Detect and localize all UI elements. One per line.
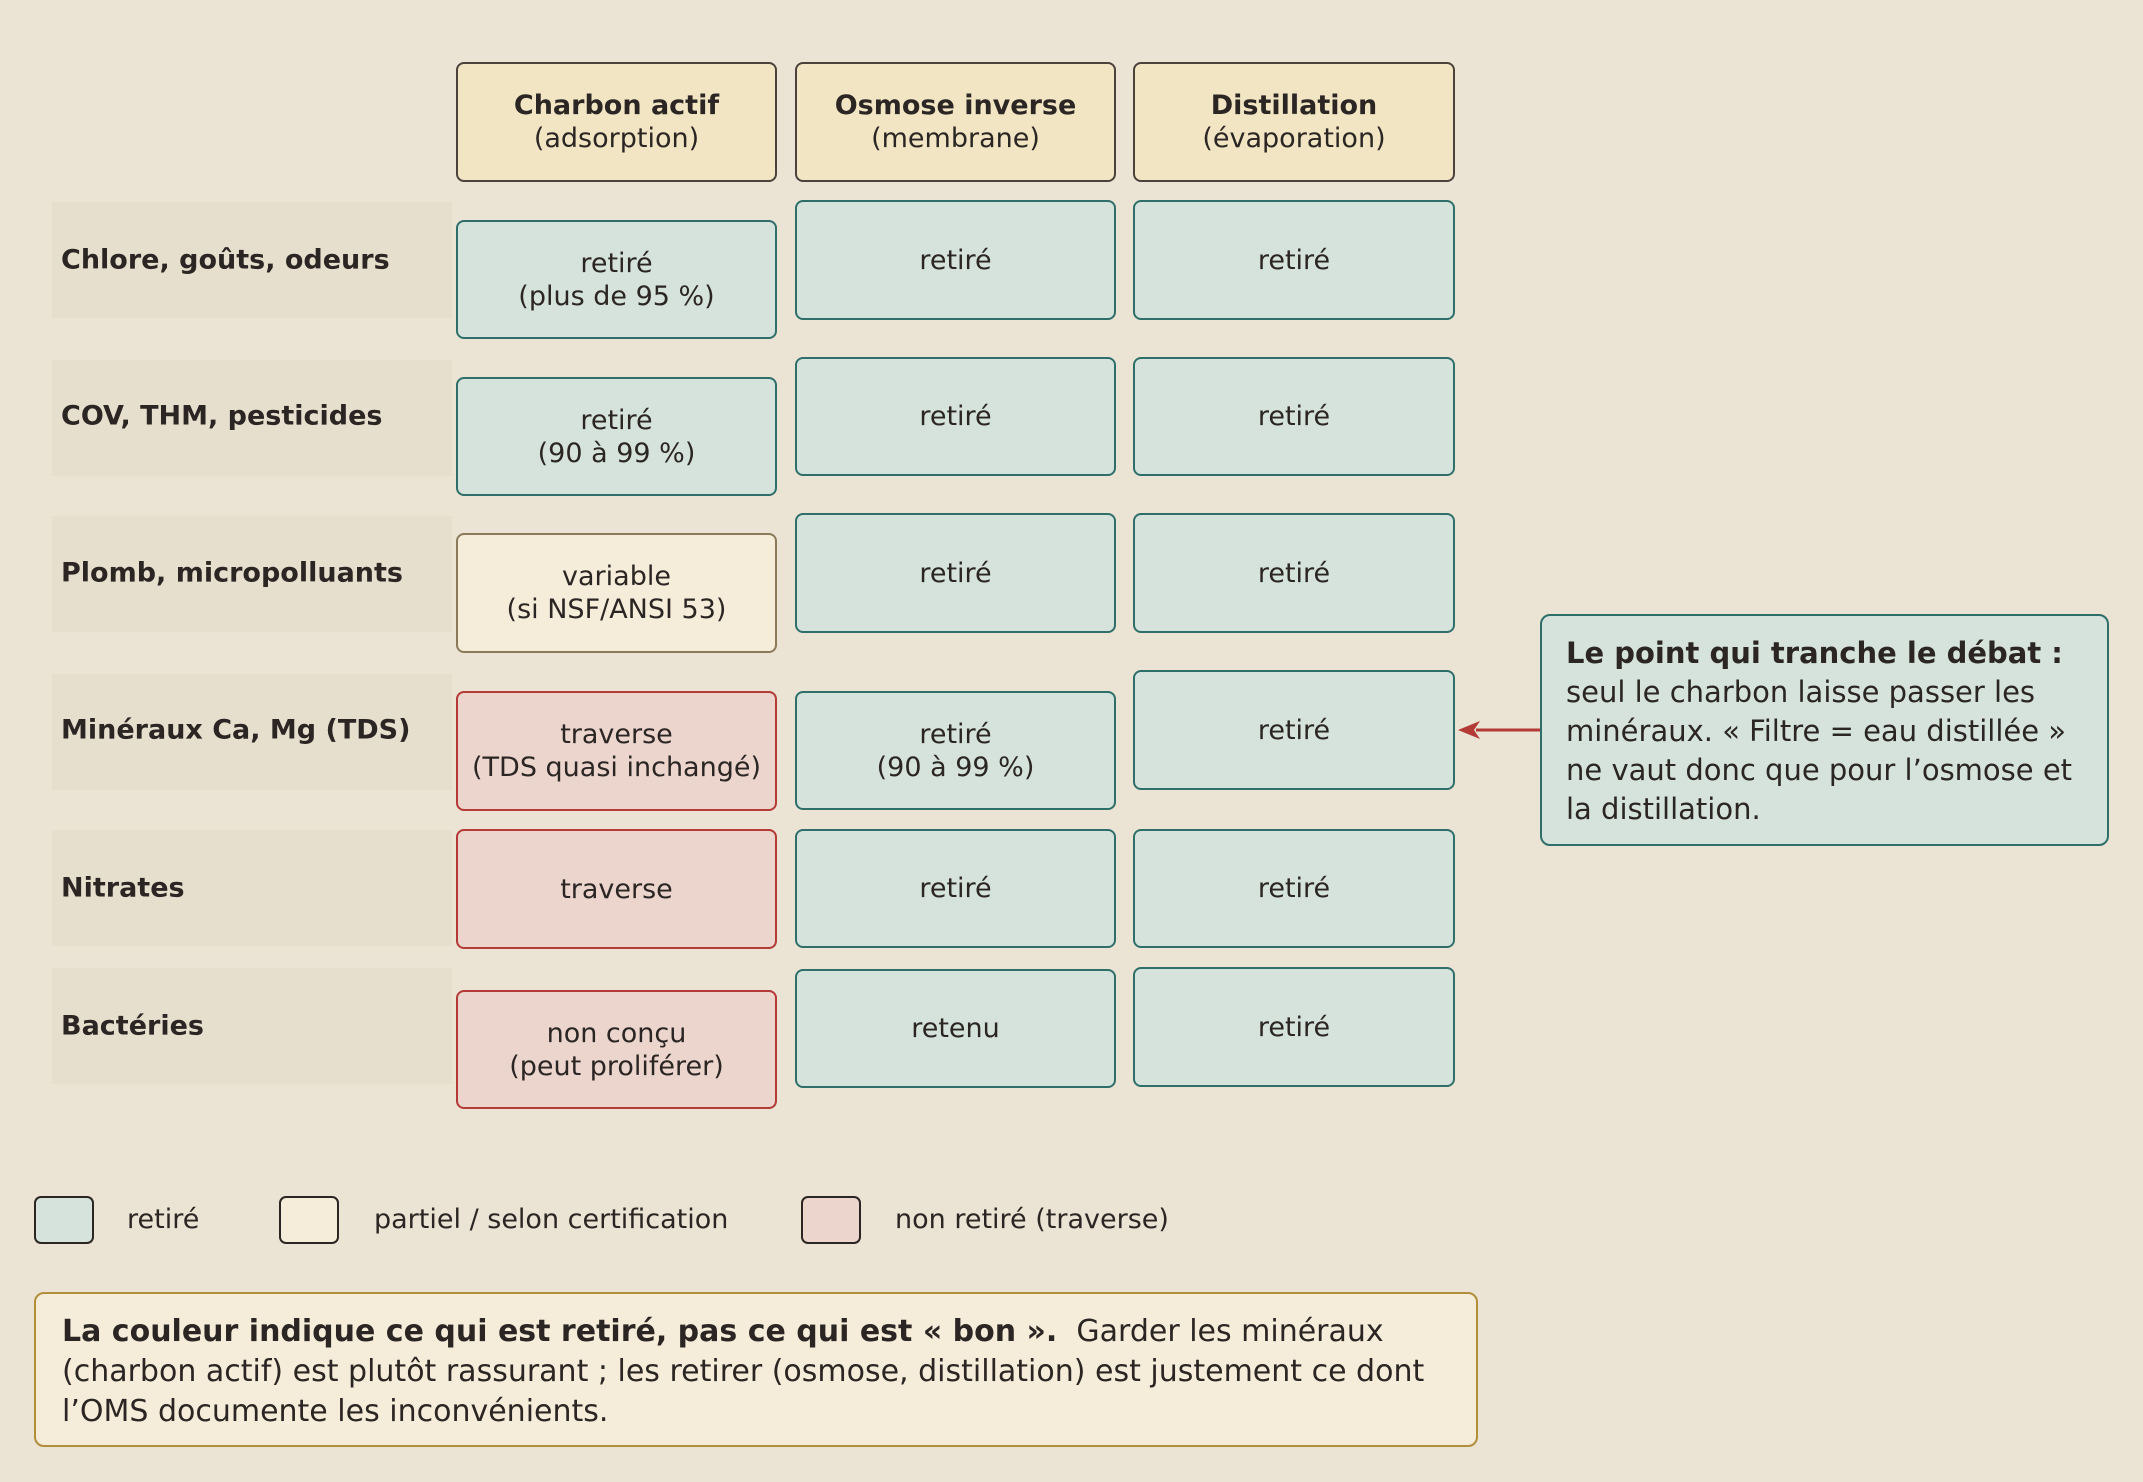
callout-title: Le point qui tranche le débat : (1566, 636, 2063, 670)
column-subtitle: (membrane) (871, 123, 1040, 154)
cell-value: retiré (1257, 1011, 1331, 1043)
cell-plomb-distillation: retiré (1133, 513, 1455, 633)
row-label-backdrop (52, 830, 452, 946)
cell-value: retiré (1257, 873, 1331, 904)
key-insight-callout: Le point qui tranche le débat : seul le … (1540, 614, 2109, 846)
legend-label-removed: retiré (127, 1204, 200, 1235)
cell-value: retiré (1257, 557, 1331, 589)
column-subtitle: (adsorption) (533, 123, 700, 154)
cell-mineraux-osmose: retiré (90 à 99 %) (795, 691, 1116, 810)
cell-value: retiré (1257, 401, 1331, 432)
column-name: Distillation (1210, 90, 1378, 121)
cell-value: retiré (1257, 714, 1331, 746)
cell-value: variable (562, 561, 671, 592)
cell-detail: (90 à 99 %) (537, 437, 696, 469)
cell-detail: (peut proliférer) (509, 1050, 724, 1082)
cell-value: retiré (580, 404, 653, 436)
cell-value: retenu (911, 1013, 1000, 1044)
row-label-backdrop (52, 968, 452, 1084)
cell-value: traverse (560, 873, 673, 905)
legend-swatch-not-removed (801, 1196, 861, 1244)
cell-bacteries-charbon: non conçu (peut proliférer) (456, 990, 777, 1109)
note-body: Garder les minéraux (charbon actif) est … (62, 1314, 1425, 1429)
cell-plomb-osmose: retiré (795, 513, 1116, 633)
cell-bacteries-distillation: retiré (1133, 967, 1455, 1087)
cell-detail: (90 à 99 %) (876, 751, 1035, 783)
legend-label-partial: partiel / selon certification (374, 1204, 729, 1235)
cell-value: retiré (580, 247, 653, 279)
column-name: Charbon actif (513, 90, 720, 121)
row-label-mineraux: Minéraux Ca, Mg (TDS) (61, 714, 411, 746)
cell-chlore-charbon: retiré (plus de 95 %) (456, 220, 777, 339)
callout-body: seul le charbon laisse passer les minéra… (1566, 675, 2073, 826)
column-header-distillation: Distillation (évaporation) (1133, 62, 1455, 182)
cell-detail: (si NSF/ANSI 53) (506, 594, 727, 625)
cell-value: traverse (560, 719, 673, 750)
row-label-backdrop (52, 360, 452, 476)
cell-chlore-osmose: retiré (795, 200, 1116, 320)
cell-value: retiré (919, 873, 992, 904)
cell-value: retiré (919, 718, 992, 750)
cell-value: retiré (919, 401, 992, 432)
cell-value: retiré (919, 244, 992, 276)
callout-arrow (1458, 721, 1542, 739)
cell-mineraux-distillation: retiré (1133, 670, 1455, 790)
explanatory-note: La couleur indique ce qui est retiré, pa… (34, 1292, 1478, 1447)
cell-value: retiré (1257, 244, 1331, 276)
cell-nitrates-charbon: traverse (456, 829, 777, 949)
arrow-head-icon (1458, 721, 1480, 739)
row-label-backdrop (52, 516, 452, 632)
cell-chlore-distillation: retiré (1133, 200, 1455, 320)
cell-plomb-charbon: variable (si NSF/ANSI 53) (456, 533, 777, 653)
row-label-cov: COV, THM, pesticides (61, 400, 383, 432)
cell-nitrates-osmose: retiré (795, 829, 1116, 948)
column-name: Osmose inverse (834, 90, 1077, 121)
cell-cov-charbon: retiré (90 à 99 %) (456, 377, 777, 496)
cell-nitrates-distillation: retiré (1133, 829, 1455, 948)
row-label-plomb: Plomb, micropolluants (61, 557, 403, 589)
legend-swatch-removed (34, 1196, 94, 1244)
legend-label-not-removed: non retiré (traverse) (895, 1204, 1169, 1235)
row-label-backdrop (52, 674, 452, 790)
row-label-bacteries: Bactéries (61, 1010, 204, 1042)
cell-value: retiré (919, 557, 992, 589)
row-label-nitrates: Nitrates (61, 872, 185, 904)
cell-mineraux-charbon: traverse (TDS quasi inchangé) (456, 691, 777, 811)
cell-detail: (plus de 95 %) (518, 280, 715, 312)
row-label-chlore: Chlore, goûts, odeurs (61, 244, 390, 276)
column-header-charbon: Charbon actif (adsorption) (456, 62, 777, 182)
cell-cov-osmose: retiré (795, 357, 1116, 476)
legend-swatch-partial (279, 1196, 339, 1244)
cell-cov-distillation: retiré (1133, 357, 1455, 476)
column-header-osmose: Osmose inverse (membrane) (795, 62, 1116, 182)
row-label-backdrop (52, 202, 452, 318)
cell-bacteries-osmose: retenu (795, 969, 1116, 1088)
cell-detail: (TDS quasi inchangé) (472, 752, 761, 783)
cell-value: non conçu (546, 1017, 687, 1049)
note-emphasis: La couleur indique ce qui est retiré, pa… (62, 1314, 1058, 1349)
column-subtitle: (évaporation) (1202, 123, 1386, 154)
